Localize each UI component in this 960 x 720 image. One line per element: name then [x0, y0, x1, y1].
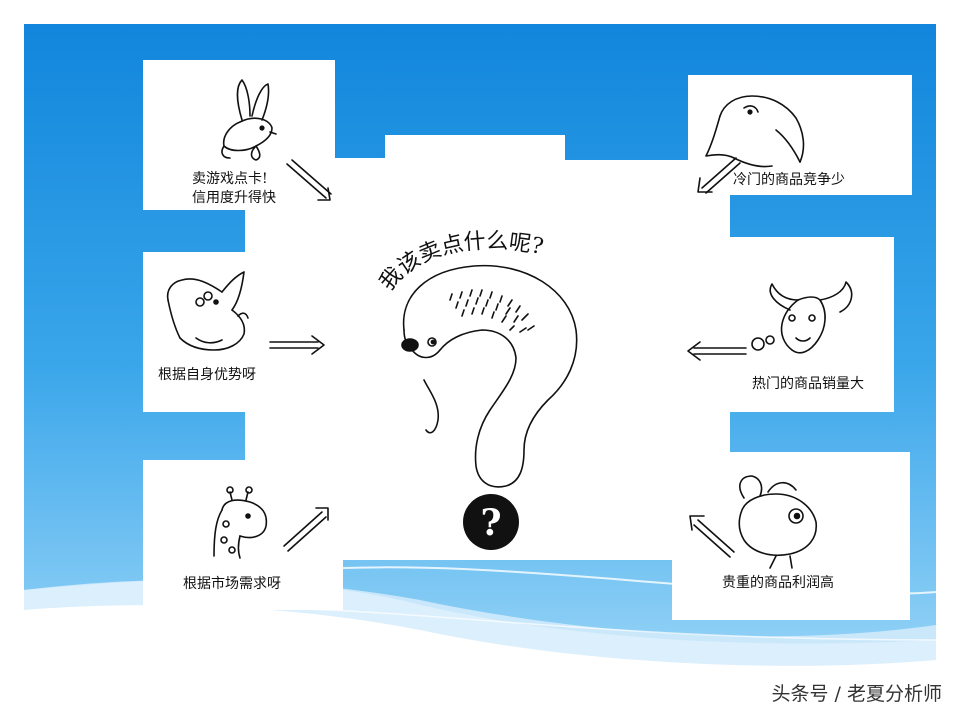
question-hedgehog-icon [401, 264, 578, 488]
caption-game-card-line1: 卖游戏点卡! [192, 171, 268, 187]
watermark: 头条号 / 老夏分析师 [771, 683, 942, 705]
arrow-cold-goods [697, 157, 741, 194]
caption-cold-goods: 冷门的商品竞争少 [733, 172, 845, 188]
caption-precious-goods: 贵重的商品利润高 [722, 575, 834, 591]
question-mark: ? [480, 502, 501, 544]
arrow-game-card [286, 159, 332, 201]
giraffe-icon [213, 486, 268, 559]
panel-bottom-right [672, 452, 910, 620]
question-circle-icon [463, 494, 519, 550]
arrow-precious-goods [689, 515, 735, 558]
caption-game-card-line2: 信用度升得快 [192, 190, 276, 206]
arrow-advantage [269, 335, 325, 355]
rabbit-icon [221, 79, 277, 161]
panel-center-top [385, 135, 565, 165]
caption-market-demand: 根据市场需求呀 [183, 576, 281, 592]
arrow-market-demand [283, 507, 329, 552]
caption-advantage: 根据自身优势呀 [158, 367, 256, 383]
panel-mid-right [688, 237, 894, 412]
caption-hot-goods: 热门的商品销量大 [752, 376, 864, 392]
arrow-hot-goods [687, 341, 747, 361]
center-title: 我该卖点什么呢? [375, 229, 545, 296]
buffalo-icon [751, 281, 853, 354]
panel-center [245, 160, 730, 560]
eagle-icon [705, 95, 805, 168]
bird-icon [738, 475, 817, 569]
rhino-icon [166, 271, 249, 351]
